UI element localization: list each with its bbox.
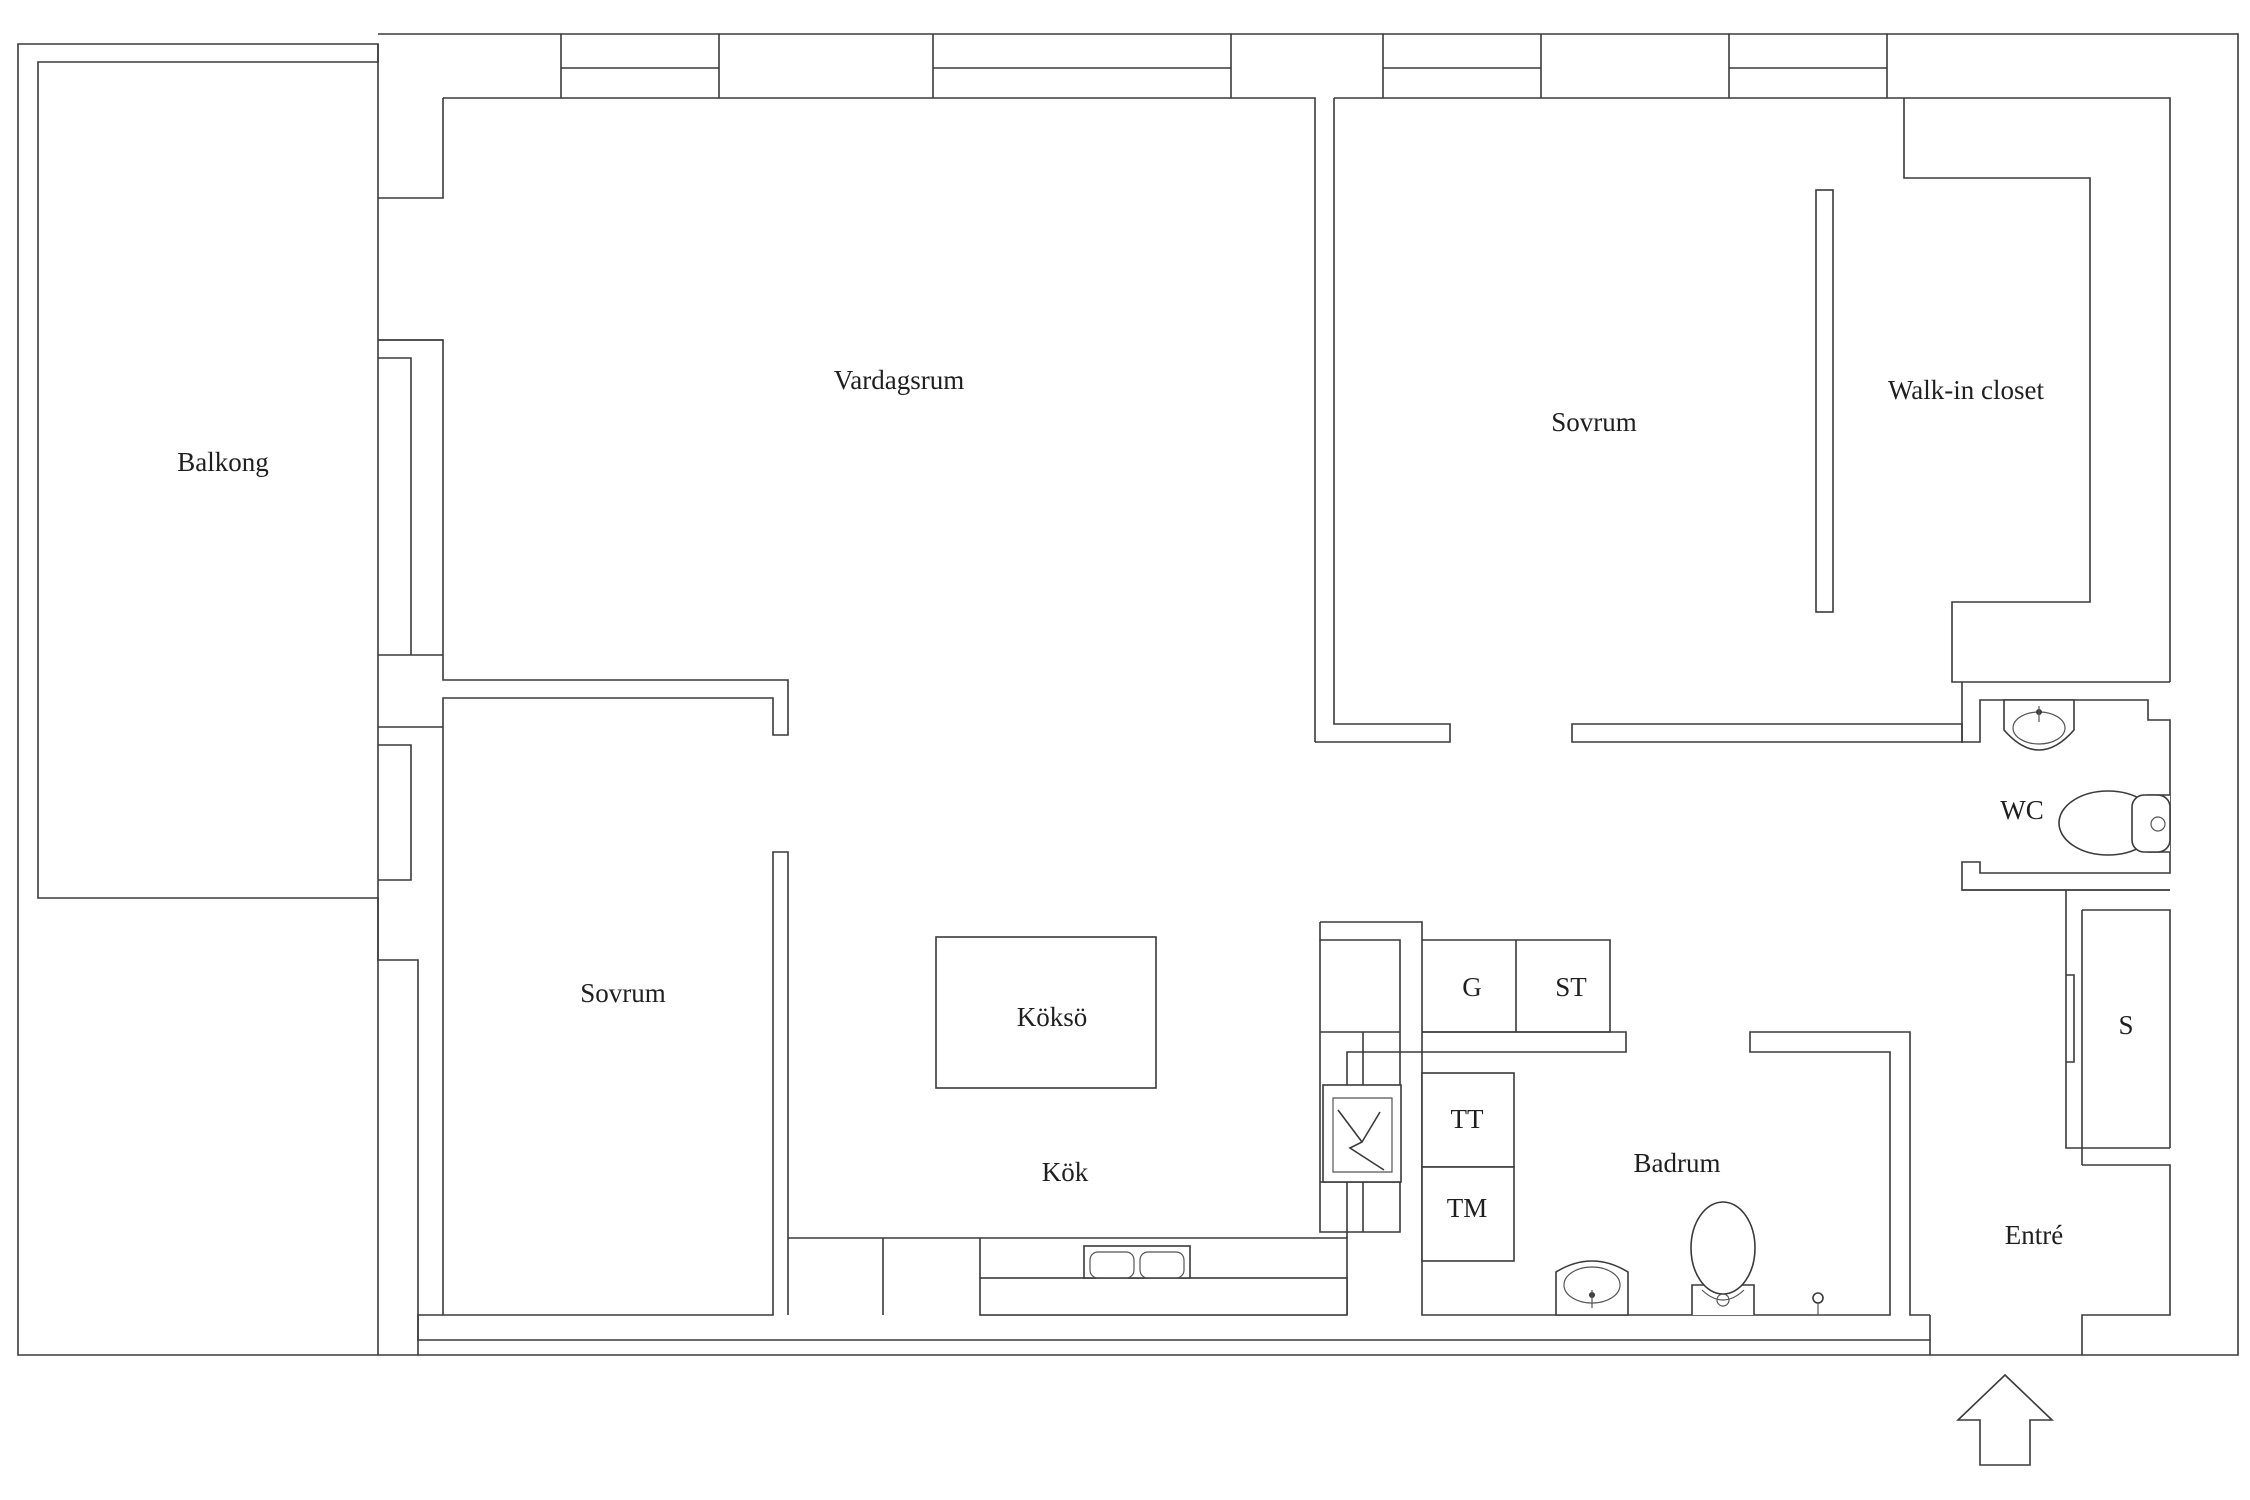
kitchen: [788, 921, 1423, 1316]
label-wc: WC: [2000, 795, 2044, 825]
bath-sink-icon: [1555, 1260, 1629, 1316]
label-vardagsrum: Vardagsrum: [834, 365, 964, 395]
outer-walls: [378, 33, 2239, 1356]
balcony: [17, 43, 419, 1356]
wc-sink-icon: [2003, 699, 2075, 751]
windows-left: [378, 339, 443, 881]
entrance: [1929, 1340, 2083, 1466]
wc-toilet-icon: [2058, 790, 2171, 856]
kitchen-double-sink-icon: [1083, 1245, 1191, 1279]
label-tm: TM: [1447, 1193, 1488, 1223]
label-tt: TT: [1451, 1104, 1484, 1134]
label-s: S: [2118, 1010, 2133, 1040]
windows-top: [560, 34, 1888, 98]
bath-toilet-icon: [1690, 1201, 1756, 1315]
dryer-tm: [1421, 1166, 1515, 1262]
stove-icon: [1322, 1084, 1402, 1183]
storage-s: [1962, 889, 2171, 1340]
closet-divider-wall: [1815, 189, 1834, 613]
label-g: G: [1462, 972, 1482, 1002]
label-balkong: Balkong: [177, 447, 269, 477]
label-kok: Kök: [1042, 1157, 1089, 1187]
kitchen-island: [935, 936, 1157, 1089]
utility-cabinets: [1422, 939, 1627, 1053]
wc-room: [1961, 682, 2171, 891]
main-bedroom-walls: [1315, 98, 2170, 743]
washer-tt: [1421, 1072, 1515, 1168]
label-walk-in-closet: Walk-in closet: [1888, 375, 2045, 405]
kitchen-counter: [979, 1277, 1348, 1316]
floor-drain-icon: [1812, 1292, 1824, 1316]
label-st: ST: [1555, 972, 1587, 1002]
bathroom: [1421, 1031, 1930, 1316]
label-kokso: Köksö: [1017, 1002, 1088, 1032]
label-sovrum-main: Sovrum: [1551, 407, 1637, 437]
up-arrow-icon: [1956, 1373, 2054, 1466]
label-entre: Entré: [2005, 1220, 2063, 1250]
label-sovrum-small: Sovrum: [580, 978, 666, 1008]
label-badrum: Badrum: [1634, 1148, 1721, 1178]
